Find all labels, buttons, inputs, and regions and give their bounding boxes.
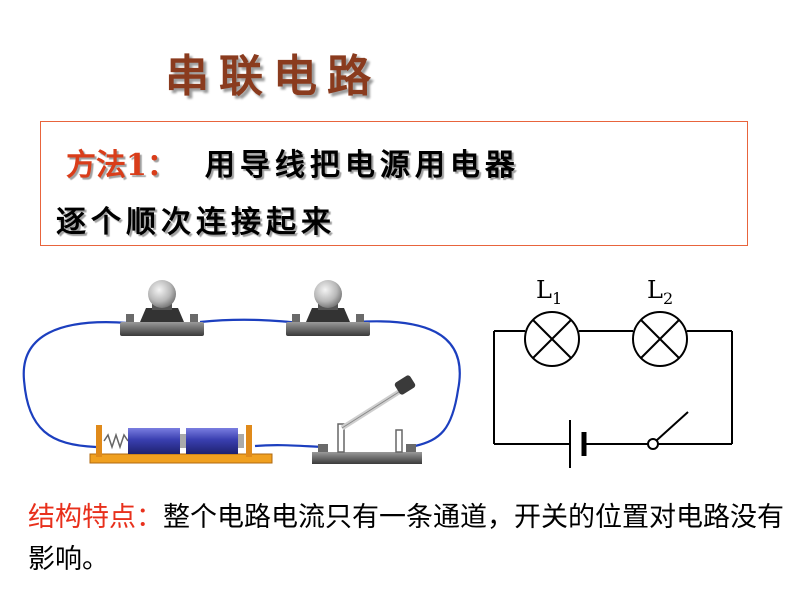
bulb-icon bbox=[286, 280, 370, 336]
knife-switch-icon bbox=[312, 375, 422, 464]
method-text-line1: 用导线把电源用电器 bbox=[204, 148, 520, 183]
feature-label: 结构特点： bbox=[28, 502, 163, 533]
lamp-symbol-icon bbox=[524, 311, 580, 367]
wire bbox=[199, 318, 301, 325]
physical-circuit bbox=[22, 280, 461, 464]
method-text-line2: 逐个顺次连接起来 bbox=[56, 205, 336, 240]
switch-symbol-icon bbox=[647, 411, 689, 450]
method-line1: 方法1： 用导线把电源用电器 bbox=[66, 140, 520, 184]
cell-symbol-icon bbox=[569, 420, 587, 468]
lamp1-label: L1 bbox=[536, 276, 562, 308]
feature-text: 结构特点：整个电路电流只有一条通道，开关的位置对电路没有影响。 bbox=[28, 497, 788, 581]
wire bbox=[355, 320, 461, 448]
lamp-symbol-icon bbox=[632, 311, 688, 367]
wire bbox=[254, 444, 326, 449]
method-label: 方法1： bbox=[66, 148, 177, 183]
wire bbox=[22, 321, 129, 449]
lamp2-label: L2 bbox=[647, 276, 673, 308]
page-title: 串联电路 bbox=[165, 51, 381, 102]
battery-icon bbox=[89, 425, 273, 464]
feature-description: 整个电路电流只有一条通道，开关的位置对电路没有影响。 bbox=[28, 502, 784, 575]
schematic-diagram bbox=[493, 311, 733, 468]
method-box bbox=[40, 121, 748, 246]
bulb-icon bbox=[120, 280, 204, 336]
